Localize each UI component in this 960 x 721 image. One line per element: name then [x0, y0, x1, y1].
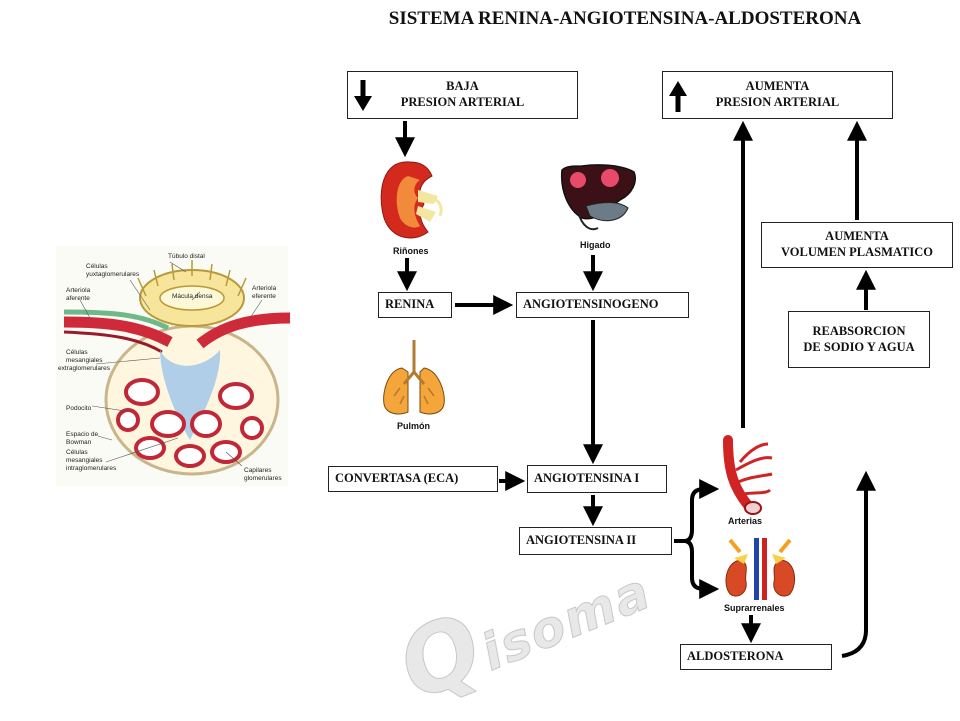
box-angiotensinogeno: ANGIOTENSINOGENO	[516, 292, 689, 318]
box-convertasa-label: CONVERTASA (ECA)	[335, 471, 459, 486]
box-angiotensinogeno-label: ANGIOTENSINOGENO	[523, 297, 659, 312]
histo-mesangiales-extra-1: Células	[66, 349, 88, 356]
box-reabsorcion-line2: DE SODIO Y AGUA	[803, 339, 915, 354]
label-arterias: Arterias	[728, 516, 763, 526]
kidney-icon	[380, 161, 443, 239]
histo-arteriola-aferente-1: Arteriola	[66, 287, 91, 294]
histo-macula-densa: Mácula densa	[172, 293, 213, 300]
label-rinones: Riñones	[393, 246, 429, 256]
arrow-angiotensina2-to-arterias	[674, 479, 720, 543]
box-aumenta-presion-line2: PRESION ARTERIAL	[715, 95, 840, 109]
label-higado: Higado	[580, 240, 611, 250]
box-baja-presion: BAJA PRESION ARTERIAL	[347, 71, 578, 119]
box-renina-label: RENINA	[385, 297, 435, 312]
up-arrow-icon	[669, 81, 687, 112]
arteries-icon	[723, 435, 773, 515]
box-angiotensina-1-label: ANGIOTENSINA I	[534, 471, 640, 486]
box-aldosterona: ALDOSTERONA	[680, 644, 832, 670]
arrow-angiotensina2-to-suprarrenales	[683, 539, 720, 599]
histo-arteriola-aferente-2: aferente	[66, 295, 90, 302]
box-aumenta-volumen-line2: VOLUMEN PLASMATICO	[781, 245, 933, 259]
box-reabsorcion: REABSORCION DE SODIO Y AGUA	[788, 311, 930, 368]
box-aumenta-presion: AUMENTA PRESION ARTERIAL	[662, 71, 893, 119]
label-suprarrenales: Suprarrenales	[724, 603, 785, 613]
glomerulus-illustration: Túbulo distal Células yuxtaglomerulares …	[56, 246, 291, 486]
box-renina: RENINA	[378, 292, 452, 318]
histo-mesangiales-extra-3: extraglomerulares	[58, 365, 111, 372]
histo-capilares-2: glomerulares	[244, 475, 282, 482]
histo-mesangiales-intra-1: Células	[66, 449, 88, 456]
box-angiotensina-2: ANGIOTENSINA II	[519, 527, 672, 555]
box-aumenta-presion-line1: AUMENTA	[745, 79, 810, 94]
down-arrow-icon	[354, 80, 372, 111]
box-reabsorcion-line1: REABSORCION	[812, 323, 906, 338]
histo-mesangiales-extra-2: mesangiales	[66, 357, 103, 364]
box-baja-line2: PRESION ARTERIAL	[400, 95, 525, 109]
box-angiotensina-2-label: ANGIOTENSINA II	[526, 533, 637, 548]
histo-tubulo-distal: Túbulo distal	[168, 253, 205, 260]
box-aumenta-volumen-line1: AUMENTA	[825, 229, 889, 244]
histo-celulas-yuxta-1: Células	[86, 263, 108, 270]
histo-celulas-yuxta-2: yuxtaglomerulares	[86, 271, 140, 278]
arrow-aldosterona-to-reabsorcion	[841, 470, 876, 658]
histo-capilares-1: Capilares	[244, 467, 272, 474]
histo-espacio-bowman-2: Bowman	[66, 439, 92, 446]
box-aldosterona-label: ALDOSTERONA	[687, 649, 784, 664]
box-baja-line1: BAJA	[446, 79, 479, 94]
box-aumenta-volumen: AUMENTA VOLUMEN PLASMATICO	[761, 222, 953, 268]
box-convertasa: CONVERTASA (ECA)	[328, 466, 498, 492]
liver-icon	[560, 164, 636, 231]
histo-mesangiales-intra-2: mesangiales	[66, 457, 103, 464]
histo-arteriola-eferente-2: eferente	[252, 293, 276, 300]
histo-mesangiales-intra-3: intraglomerulares	[66, 465, 117, 472]
histo-espacio-bowman-1: Espacio de	[66, 431, 99, 438]
lungs-icon	[383, 340, 445, 415]
label-pulmon: Pulmón	[397, 421, 430, 431]
histo-podocito: Podocito	[66, 405, 92, 412]
box-angiotensina-1: ANGIOTENSINA I	[527, 465, 667, 493]
diagram-title: SISTEMA RENINA-ANGIOTENSINA-ALDOSTERONA	[388, 8, 862, 29]
adrenals-icon	[725, 538, 796, 600]
histo-arteriola-eferente-1: Arteriola	[252, 285, 277, 292]
